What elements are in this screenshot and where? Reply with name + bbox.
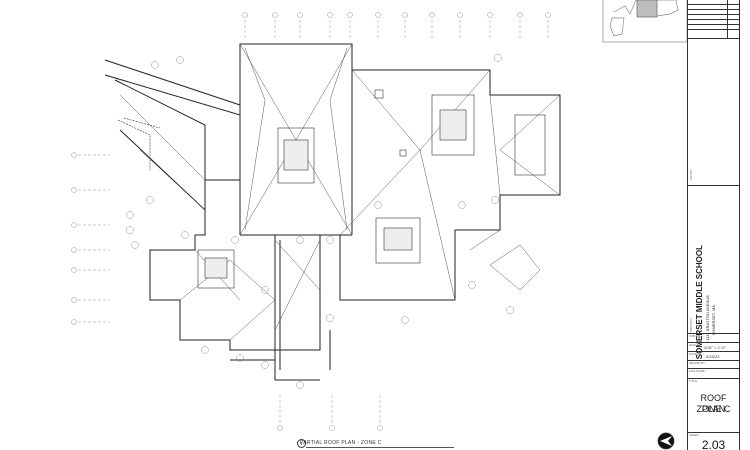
grid-bubble [375, 12, 381, 18]
sheet-number: 2.03 [701, 438, 726, 450]
grid-bubble [151, 61, 159, 69]
grid-bubble [242, 12, 248, 18]
grid-bubble [181, 231, 189, 239]
grid-bubble [126, 226, 134, 234]
grid-bubble [401, 316, 409, 324]
grid-bubble [329, 425, 335, 431]
sheet-title-line-1: ROOF PLAN [700, 393, 727, 414]
grid-bubble [261, 361, 269, 369]
grid-bubble [297, 12, 303, 18]
title-block: NOTES PROJECT SOMERSET MIDDLE SCHOOL 114… [687, 0, 740, 450]
file-name-label: FILE NAME [689, 369, 705, 373]
drawing-caption: PARTIAL ROOF PLAN - ZONE C [300, 440, 382, 446]
grid-bubble [126, 211, 134, 219]
scale-value: 3/32" = 1'-0" [704, 345, 726, 350]
grid-bubble [71, 297, 77, 303]
rooftop-equipment [117, 89, 546, 289]
grid-bubble [374, 201, 382, 209]
grid-bubble [457, 12, 463, 18]
grid-bubble [494, 54, 502, 62]
grid-bubble [326, 236, 334, 244]
grid-bubble [201, 346, 209, 354]
grid-bubble [131, 241, 139, 249]
date-value: 5/16/23 [706, 354, 720, 359]
sheet-label: SHEET [689, 433, 700, 437]
grid-bubble [176, 56, 184, 64]
detail-number: 1 [297, 439, 306, 448]
grid-bubble [506, 306, 514, 314]
title-label: TITLE [689, 379, 698, 383]
roof-outline [104, 43, 561, 381]
grid-bubble [71, 247, 77, 253]
grid-bubble [277, 425, 283, 431]
grid-bubble [71, 152, 77, 158]
north-arrow-icon [657, 432, 675, 450]
notes-label: NOTES [689, 170, 693, 181]
grid-bubble [429, 12, 435, 18]
grid-bubble [327, 12, 333, 18]
grid-bubble [236, 354, 244, 362]
grid-bubble [468, 281, 476, 289]
grid-bubble [347, 12, 353, 18]
grid-bubble [545, 12, 551, 18]
grid-bubble [71, 222, 77, 228]
grid-bubble [296, 236, 304, 244]
date-label: DATE [689, 352, 697, 356]
grid-bubble [458, 201, 466, 209]
grid-bubble [71, 319, 77, 325]
grid-bubble [231, 236, 239, 244]
grid-bubble [487, 12, 493, 18]
grid-bubble [326, 314, 334, 322]
grid-bubble [377, 425, 383, 431]
grid-bubble [517, 12, 523, 18]
project-label: PROJECT [689, 318, 693, 333]
project-city: SOMERSET, MA [711, 305, 716, 336]
job-no-label: JOB NO. [689, 334, 702, 338]
drawn-by-label: DRAWN BY [689, 361, 706, 365]
grid-bubble [491, 196, 499, 204]
key-plan [602, 0, 688, 43]
grid-bubble [272, 12, 278, 18]
grid-bubble [296, 381, 304, 389]
grid-bubble [402, 12, 408, 18]
grid-bubble [261, 286, 269, 294]
grid-bubble [71, 267, 77, 273]
grid-bubble [71, 187, 77, 193]
sheet-title-line-2: ZONE C [696, 404, 731, 414]
grid-bubble [146, 196, 154, 204]
scale-label: SCALE [689, 343, 699, 347]
key-plan-zone-c [636, 0, 658, 18]
grid-lines [71, 12, 551, 431]
caption-underline [306, 447, 454, 448]
